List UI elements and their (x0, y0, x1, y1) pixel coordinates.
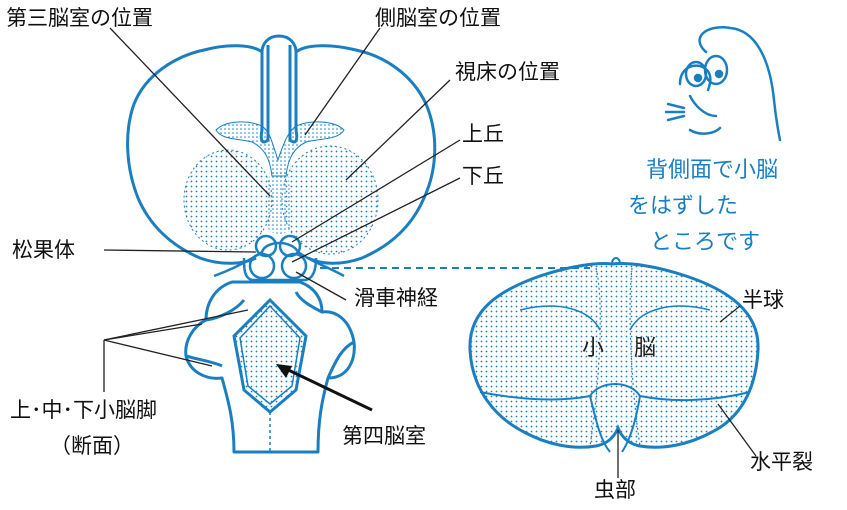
cerebellum (470, 258, 758, 452)
label-cerebellar-peduncles: 上･中･下小脳脚 (10, 400, 157, 421)
note-line-2: をはずした (628, 196, 738, 218)
note-line-1: 背側面で小脳 (646, 160, 778, 182)
label-hemisphere: 半球 (742, 290, 784, 311)
label-thalamus: 視床の位置 (455, 62, 560, 83)
label-cross-section: （断面） (50, 436, 134, 457)
label-fourth-ventricle: 第四脳室 (342, 426, 426, 447)
fourth-ventricle (234, 300, 306, 412)
label-third-ventricle: 第三脳室の位置 (6, 8, 153, 29)
label-cerebellum-left: 小 (582, 338, 604, 360)
label-trochlear-nerve: 滑車神経 (354, 288, 438, 309)
label-vermis: 虫部 (594, 480, 636, 501)
thalamus-left (184, 150, 272, 250)
note-line-3: ところです (650, 232, 760, 254)
cerebellum-outline (470, 264, 758, 448)
label-horizontal-fissure: 水平裂 (750, 452, 813, 473)
label-cerebellum-right: 脳 (634, 338, 656, 360)
label-pineal-body: 松果体 (12, 240, 75, 261)
label-inferior-colliculus: 下丘 (462, 166, 504, 187)
label-lateral-ventricle: 側脳室の位置 (375, 8, 501, 29)
mascot-seal-icon (666, 27, 780, 140)
label-superior-colliculus: 上丘 (462, 124, 504, 145)
